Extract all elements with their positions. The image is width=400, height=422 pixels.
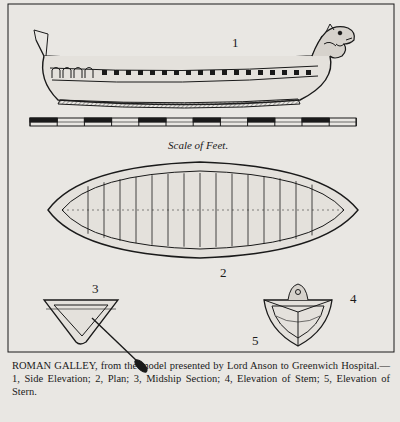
figure-number: 4 bbox=[350, 292, 357, 305]
scale-bar bbox=[30, 118, 356, 126]
frame bbox=[8, 4, 394, 352]
plan bbox=[48, 162, 358, 258]
figure-number: 1 bbox=[232, 36, 239, 49]
caption: ROMAN GALLEY, from the model presented b… bbox=[12, 360, 390, 398]
figure-number: 5 bbox=[252, 334, 259, 347]
stem-elevation bbox=[264, 284, 332, 346]
figure-number: 3 bbox=[92, 282, 99, 295]
figure-number: 2 bbox=[220, 266, 227, 279]
side-elevation bbox=[34, 24, 354, 108]
scale-label: Scale of Feet. bbox=[168, 140, 228, 151]
